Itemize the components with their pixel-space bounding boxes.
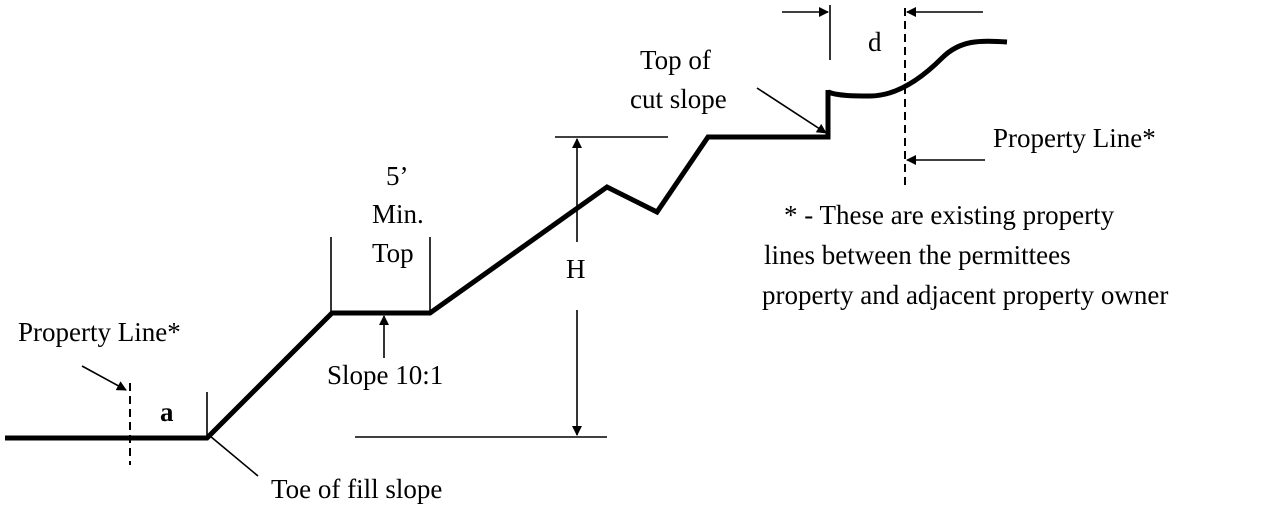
bench-5-feet-label: 5’ — [386, 161, 409, 191]
property-line-right-label: Property Line* — [993, 123, 1156, 153]
ground-profile-line — [5, 90, 831, 441]
property-line-left-label: Property Line* — [18, 317, 181, 347]
footnote-line1: * - These are existing property — [784, 200, 1115, 230]
top-of-cut-label-line2: cut slope — [630, 84, 727, 114]
top-of-cut-label-line1: Top of — [640, 45, 711, 75]
dimension-d-label: d — [868, 27, 882, 57]
toe-of-fill-slope-label: Toe of fill slope — [271, 474, 442, 504]
footnote-line2: lines between the permittees — [764, 240, 1071, 270]
slope-ratio-label: Slope 10:1 — [327, 360, 443, 390]
toe-leader-line — [209, 435, 259, 477]
bench-min-label: Min. — [372, 199, 424, 229]
dimension-a-label: a — [160, 397, 174, 427]
bench-top-label: Top — [372, 238, 414, 268]
adjacent-ground-line — [827, 38, 1008, 99]
footnote-line3: property and adjacent property owner — [762, 280, 1168, 310]
property-line-left-arrow — [81, 365, 127, 391]
dimension-h-label: H — [566, 254, 586, 284]
top-of-cut-leader-arrow — [756, 87, 827, 134]
